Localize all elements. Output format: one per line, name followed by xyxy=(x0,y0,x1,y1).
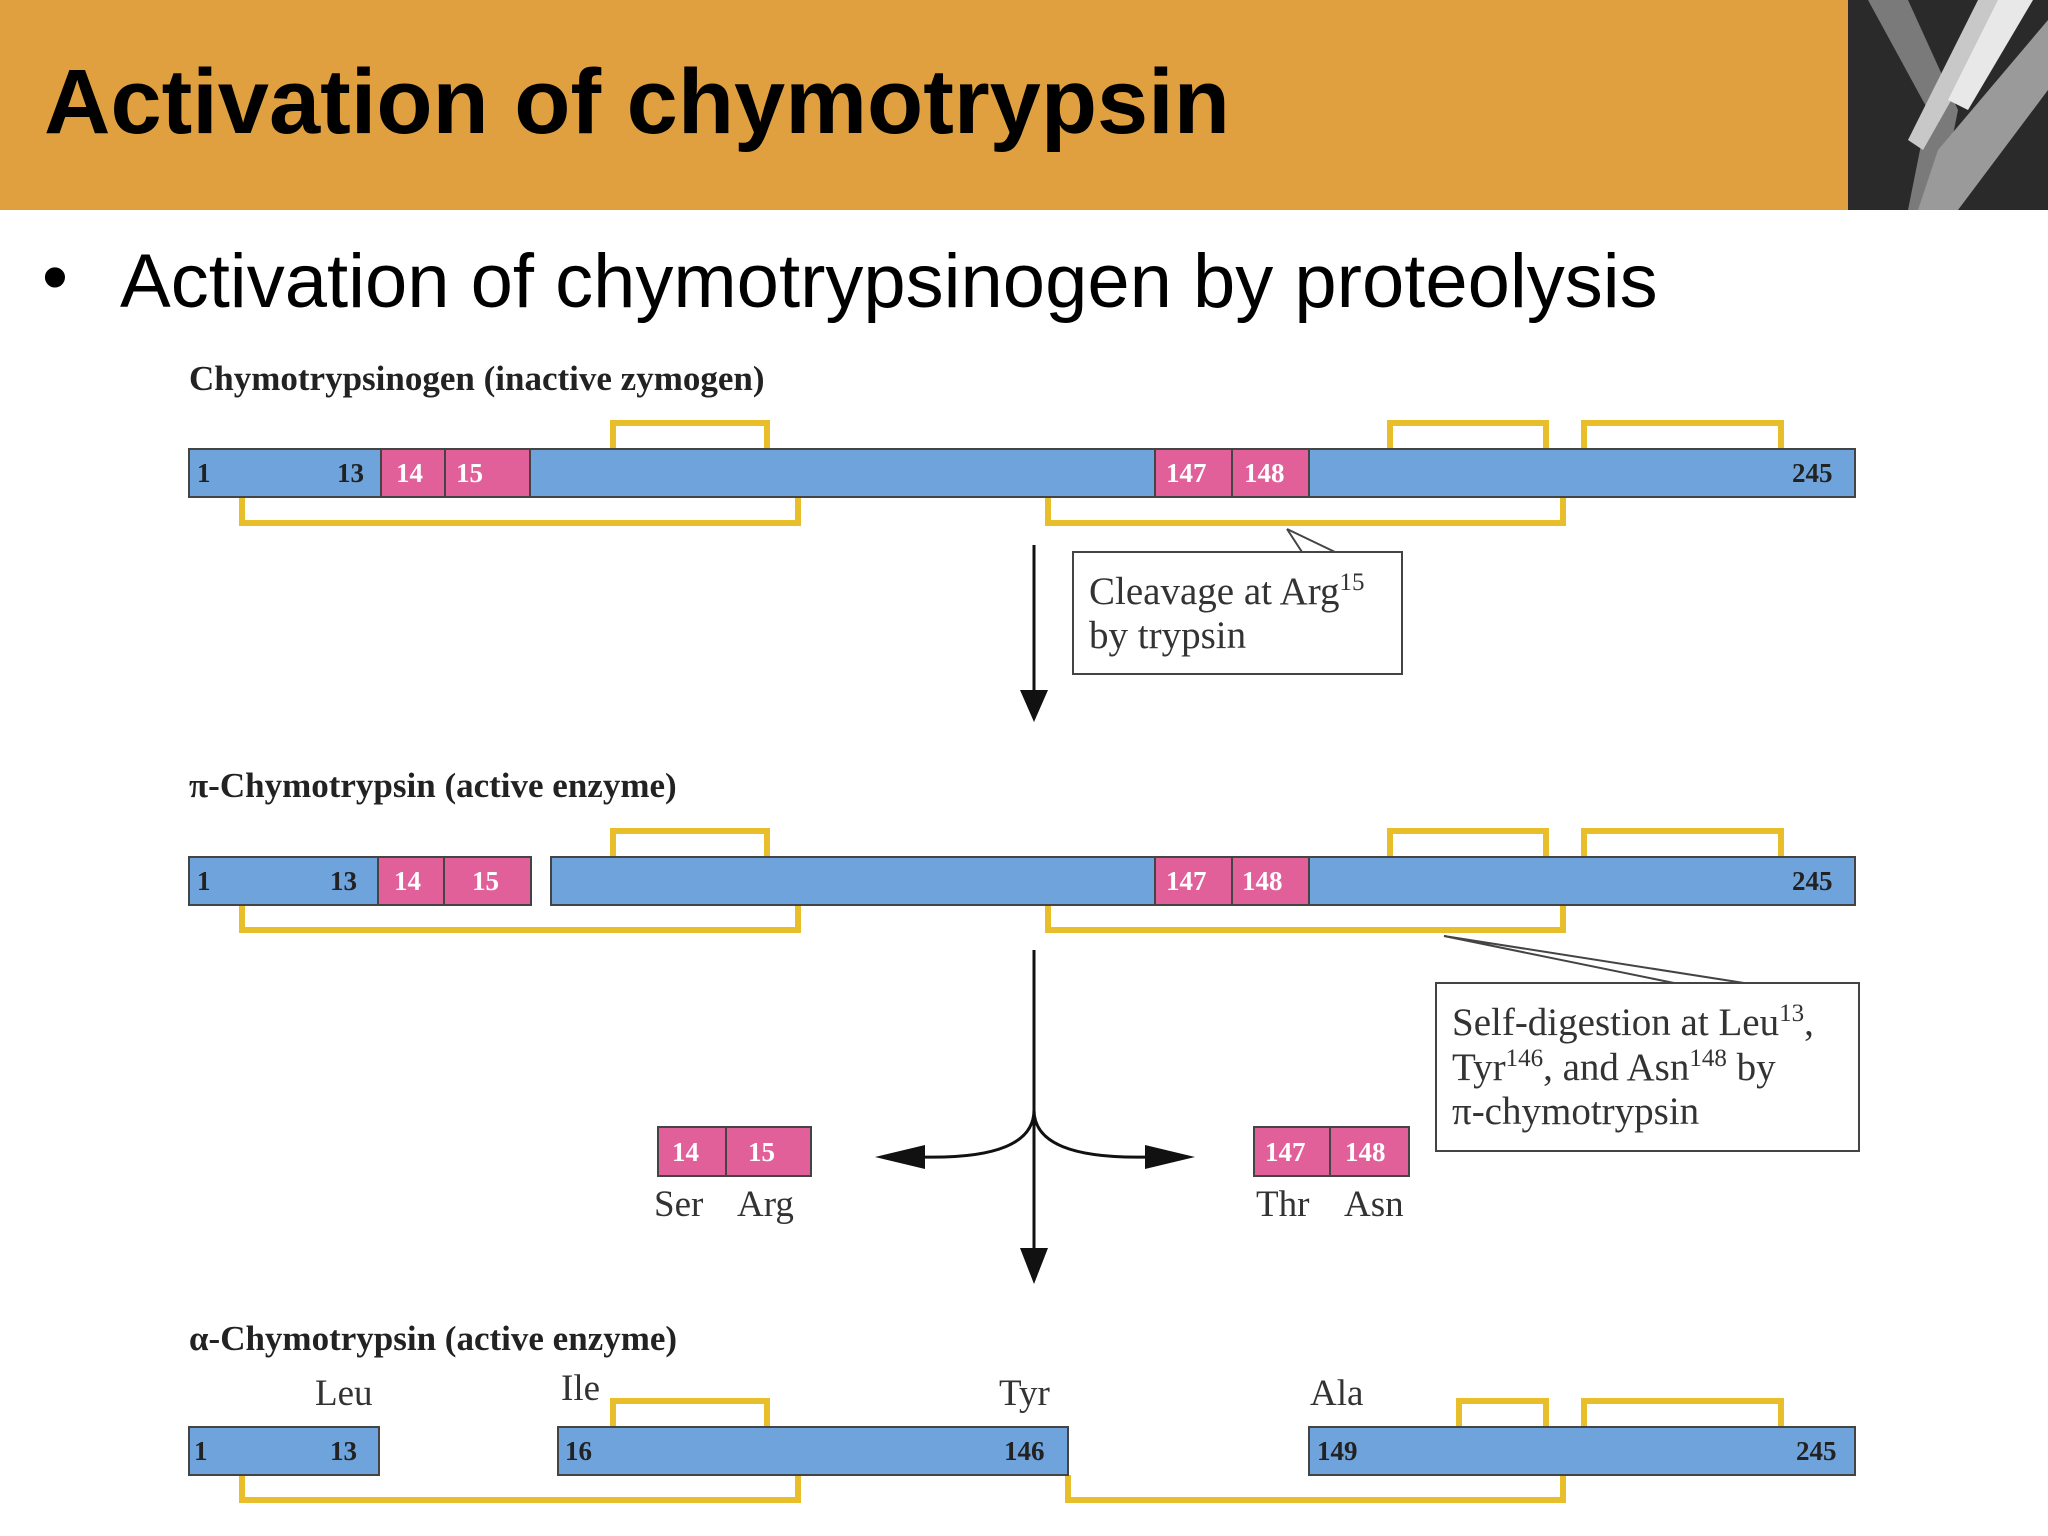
fragment-right xyxy=(1253,1126,1410,1177)
stage2-num-147: 147 xyxy=(1166,866,1207,896)
stage1-num-13: 13 xyxy=(337,458,364,488)
callout1-line1: Cleavage at Arg15 xyxy=(1089,569,1365,613)
callout2-line3: π-chymotrypsin xyxy=(1452,1090,1699,1133)
slide-title: Activation of chymotrypsin xyxy=(44,51,1230,153)
stage1-num-15: 15 xyxy=(456,458,483,488)
stage1-num-148: 148 xyxy=(1244,458,1285,488)
stage3-num-146: 146 xyxy=(1004,1436,1045,1466)
stage2-num-15: 15 xyxy=(472,866,499,896)
fragment-right-res-thr: Thr xyxy=(1256,1184,1309,1225)
stage2-label: π-Chymotrypsin (active enzyme) xyxy=(189,766,677,805)
stage2-num-245: 245 xyxy=(1792,866,1833,896)
stage3-num-245: 245 xyxy=(1796,1436,1837,1466)
callout-trypsin xyxy=(1072,528,1403,675)
stage3-res-ile: Ile xyxy=(561,1368,600,1409)
fragment-left-num-15: 15 xyxy=(748,1137,775,1167)
stage1-num-147: 147 xyxy=(1166,458,1207,488)
stage2-chain xyxy=(188,856,1856,906)
stage3-disulfides xyxy=(239,1398,1784,1503)
stage2-num-1: 1 xyxy=(197,866,211,896)
stage1-label: Chymotrypsinogen (inactive zymogen) xyxy=(189,359,765,398)
stage3-chains xyxy=(188,1426,1856,1476)
stage1-num-245: 245 xyxy=(1792,458,1833,488)
stage2-num-148: 148 xyxy=(1242,866,1283,896)
callout2-line1: Self-digestion at Leu13, xyxy=(1452,1000,1814,1044)
fragment-right-num-148: 148 xyxy=(1345,1137,1386,1167)
stage3-res-leu: Leu xyxy=(315,1373,373,1414)
stage2-num-13: 13 xyxy=(330,866,357,896)
stage3-num-16: 16 xyxy=(565,1436,592,1466)
arrowhead-1 xyxy=(1020,690,1048,722)
stage2-disulfides xyxy=(239,828,1784,933)
header-photo xyxy=(1848,0,2048,210)
callout2-line2: Tyr146, and Asn148 by xyxy=(1452,1045,1776,1089)
fragment-right-res-asn: Asn xyxy=(1344,1184,1404,1225)
title-bar: Activation of chymotrypsin xyxy=(0,0,1848,210)
fragment-left xyxy=(657,1126,812,1177)
stage3-num-13: 13 xyxy=(330,1436,357,1466)
callout-self-digestion xyxy=(1435,935,1860,1152)
fragment-left-res-arg: Arg xyxy=(737,1184,794,1225)
stage2-num-14: 14 xyxy=(394,866,421,896)
stage1-disulfides xyxy=(239,420,1784,526)
bullet-text: Activation of chymotrypsinogen by proteo… xyxy=(120,239,1658,324)
stage3-res-ala: Ala xyxy=(1310,1373,1363,1414)
stage3-num-1: 1 xyxy=(194,1436,208,1466)
callout1-line2: by trypsin xyxy=(1089,614,1246,657)
bullet-marker: • xyxy=(42,235,68,318)
stage3-label: α-Chymotrypsin (active enzyme) xyxy=(189,1319,677,1358)
fragment-right-num-147: 147 xyxy=(1265,1137,1306,1167)
fragment-left-res-ser: Ser xyxy=(654,1184,703,1225)
stage3-res-tyr: Tyr xyxy=(999,1373,1050,1414)
stage1-chain xyxy=(188,448,1856,498)
branch-arrows xyxy=(875,950,1195,1284)
fiber-image-icon xyxy=(1848,0,2048,210)
fragment-left-num-14: 14 xyxy=(672,1137,699,1167)
stage1-num-1: 1 xyxy=(197,458,211,488)
stage1-num-14: 14 xyxy=(396,458,423,488)
stage3-num-149: 149 xyxy=(1317,1436,1358,1466)
